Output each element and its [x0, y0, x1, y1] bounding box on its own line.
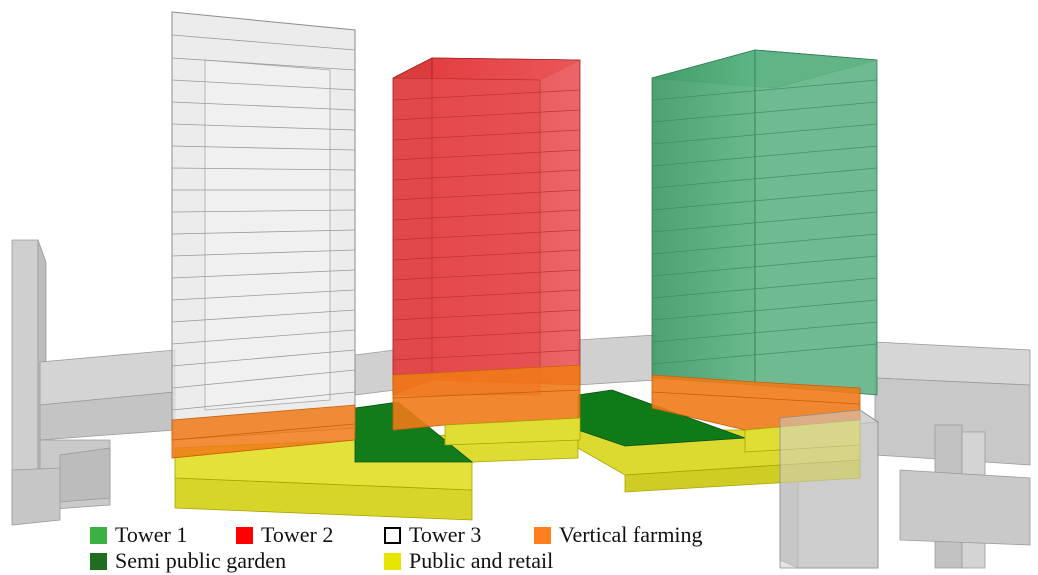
tower2-floor-lines	[392, 89, 581, 361]
context-right-block	[899, 469, 1031, 546]
farming-swatch	[534, 526, 551, 544]
context-foreground-cube	[779, 409, 879, 569]
legend: Tower 1 Tower 2 Tower 3 Vertical farming…	[90, 522, 1030, 574]
tower-2	[392, 57, 581, 446]
tower1-floor-lines	[651, 79, 878, 365]
tower3-farming-band	[171, 404, 356, 459]
garden-left	[354, 401, 474, 463]
context-right-low-roof	[874, 341, 1031, 386]
context-mid-right-low	[577, 334, 656, 386]
tower2-back-face	[392, 77, 541, 396]
tower2-swatch	[236, 526, 253, 544]
tower3-floor-lines	[171, 34, 356, 411]
tower1-right-face	[754, 49, 878, 396]
legend-item-semi-public-garden: Semi public garden	[90, 548, 286, 574]
context-mid-low-block	[354, 349, 396, 396]
context-left-steps-2	[59, 447, 111, 503]
context-buildings	[11, 239, 1031, 569]
retail-swatch	[384, 552, 401, 570]
legend-item-vertical-farming: Vertical farming	[534, 522, 703, 548]
legend-item-public-retail: Public and retail	[384, 548, 553, 574]
legend-item-tower3: Tower 3	[384, 522, 481, 548]
tower-1	[651, 49, 878, 453]
legend-item-tower2: Tower 2	[236, 522, 333, 548]
legend-label-farming: Vertical farming	[559, 522, 703, 547]
tower1-left-face	[651, 49, 756, 386]
tower1-swatch	[90, 526, 107, 544]
legend-label-retail: Public and retail	[409, 548, 554, 573]
legend-label-tower1: Tower 1	[115, 522, 188, 547]
legend-item-tower1: Tower 1	[90, 522, 187, 548]
garden-swatch	[90, 552, 107, 570]
tower2-retail-base	[444, 417, 581, 446]
legend-label-tower2: Tower 2	[261, 522, 334, 547]
legend-label-garden: Semi public garden	[115, 548, 287, 573]
context-left-steps-3	[11, 467, 61, 526]
tower3-swatch	[384, 526, 401, 544]
legend-label-tower3: Tower 3	[409, 522, 482, 547]
tower-3	[171, 11, 356, 459]
